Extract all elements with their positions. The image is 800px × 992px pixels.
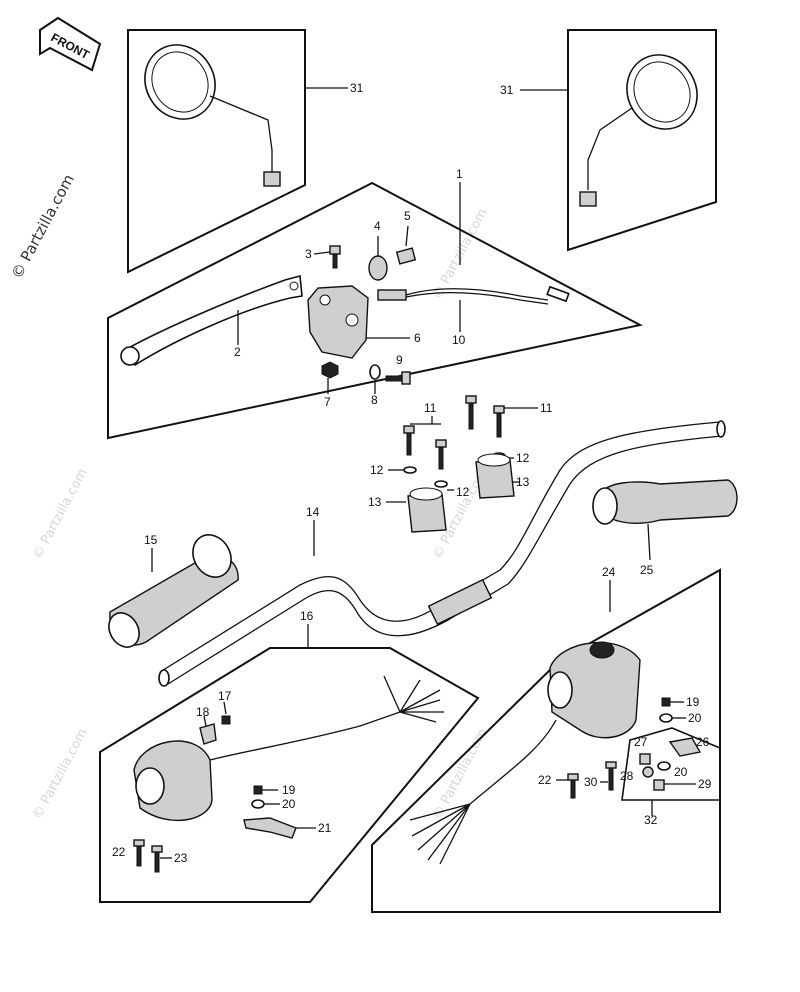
bolt-9 (385, 371, 411, 385)
watermark-text-faint: © Partzilla.com (30, 726, 90, 822)
washer-12a (403, 466, 417, 474)
leader-25 (647, 523, 651, 561)
clamp-bolt-11a (403, 425, 415, 456)
clamp-bolt-11c (465, 395, 477, 430)
nut-7 (321, 361, 339, 379)
part-label-15: 15 (144, 533, 158, 547)
part-label-18: 18 (196, 705, 210, 719)
part-label-16: 16 (300, 609, 314, 623)
part-29 (653, 779, 696, 791)
part-label-28: 28 (620, 769, 634, 783)
part-label-13-right: 13 (516, 475, 530, 489)
part-label-24: 24 (602, 565, 616, 579)
part-28 (642, 766, 654, 778)
clutch-lever (120, 274, 303, 367)
part-label-14: 14 (306, 505, 320, 519)
screw-22-right (567, 773, 579, 799)
part-label-12a: 12 (370, 463, 384, 477)
part-label-19-right: 19 (686, 695, 700, 709)
part-label-20-left: 20 (282, 797, 296, 811)
clamp-bolt-11b (435, 439, 447, 470)
part-label-19-left: 19 (282, 783, 296, 797)
switch-10 (377, 285, 570, 305)
part-label-20-right: 20 (688, 711, 702, 725)
part-label-8: 8 (371, 393, 378, 407)
adjuster-4 (368, 236, 388, 281)
part-label-23: 23 (174, 851, 188, 865)
handlebar-14 (158, 420, 726, 687)
part-label-32: 32 (644, 813, 658, 827)
washer-12b (434, 480, 448, 488)
watermark-text: © Partzilla.com (8, 171, 78, 282)
washer-20-inner (657, 761, 671, 771)
part-label-31-left: 31 (350, 81, 364, 95)
washer-8 (369, 364, 381, 380)
part-label-21: 21 (318, 821, 332, 835)
bracket-18 (199, 723, 217, 745)
leader-17 (223, 701, 227, 715)
part-label-20-inner: 20 (674, 765, 688, 779)
clamp-bolt-11d (493, 405, 505, 438)
washer-20-left (251, 799, 265, 809)
fitting-5 (395, 225, 417, 265)
part-label-26: 26 (696, 735, 710, 749)
mirror-right (579, 54, 698, 207)
clamp-13b (475, 453, 515, 499)
watermark-text-faint: © Partzilla.com (430, 726, 490, 822)
part-label-13-left: 13 (368, 495, 382, 509)
grip-25 (592, 479, 738, 525)
sub-assembly-box-32 (621, 727, 721, 801)
watermark-text-faint: © Partzilla.com (30, 466, 90, 562)
screw-19-left (253, 785, 263, 795)
mirror-left (144, 44, 281, 187)
part-label-4: 4 (374, 219, 381, 233)
mirror-box-right (567, 29, 717, 252)
screw-19-right (661, 697, 671, 707)
part-label-5: 5 (404, 209, 411, 223)
part-label-27: 27 (634, 735, 648, 749)
front-arrow-icon: FRONT (39, 16, 102, 72)
part-label-10: 10 (452, 333, 466, 347)
part-label-30: 30 (584, 775, 598, 789)
part-label-2: 2 (234, 345, 241, 359)
part-27 (639, 753, 651, 765)
part-label-1: 1 (456, 167, 463, 181)
washer-20-right (659, 713, 673, 723)
part-label-22-right: 22 (538, 773, 552, 787)
part-label-29: 29 (698, 777, 712, 791)
clamp-13a (407, 487, 447, 533)
lever-bracket-6 (307, 285, 369, 359)
screw-30 (605, 761, 617, 791)
part-label-9: 9 (396, 353, 403, 367)
right-switch-housing (409, 641, 641, 865)
bolt-3 (329, 245, 341, 269)
part-label-12b: 12 (456, 485, 470, 499)
part-label-7: 7 (324, 395, 331, 409)
screw-23 (151, 845, 163, 873)
leader-18 (203, 715, 207, 727)
part-label-3: 3 (305, 247, 312, 261)
left-switch-box (99, 647, 480, 903)
screw-22-left (133, 839, 145, 867)
part-label-17: 17 (218, 689, 232, 703)
mirror-box-left (127, 29, 306, 274)
part-label-12c: 12 (516, 451, 530, 465)
part-label-31-right: 31 (500, 83, 514, 97)
part-label-6: 6 (414, 331, 421, 345)
screw-17 (221, 715, 231, 725)
part-label-25: 25 (640, 563, 654, 577)
right-switch-box (371, 568, 721, 913)
terminal-21 (243, 817, 297, 839)
part-label-11-right: 11 (540, 401, 553, 415)
lever-box (107, 181, 643, 440)
grip-15 (108, 534, 239, 648)
leader-3 (313, 251, 331, 255)
part-label-22-left: 22 (112, 845, 126, 859)
terminal-26 (668, 737, 702, 757)
part-label-11-left: 11 (424, 401, 437, 415)
left-switch-housing (133, 675, 444, 822)
